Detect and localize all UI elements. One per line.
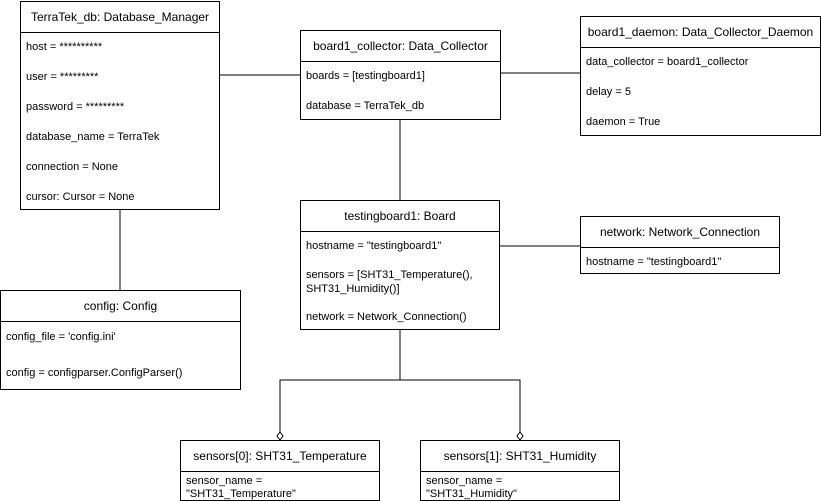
object-network[interactable]: network: Network_Connection hostname = "… [580,216,780,274]
object-db-manager-title: TerraTek_db: Database_Manager [21,2,219,33]
object-config-title: config: Config [1,291,240,322]
aggregation-diamond-hum [516,431,524,441]
link-board-sensor-temp [279,330,401,432]
attr-boards: boards = [testingboard1] [306,70,425,82]
attr-database-name: database_name = TerraTek [26,131,160,143]
attr-network: network = Network_Connection() [306,311,467,323]
attr-user: user = ********* [26,71,99,83]
object-board[interactable]: testingboard1: Board hostname = "testing… [300,200,500,330]
object-daemon[interactable]: board1_daemon: Data_Collector_Daemon dat… [580,16,821,136]
attr-config: config = configparser.ConfigParser() [6,367,183,379]
attr-sensors: sensors = [SHT31_Temperature(), SHT31_Hu… [306,269,473,295]
attr-sensor-name-hum: sensor_name = "SHT31_Humidity" [426,475,517,500]
object-sensor-temp[interactable]: sensors[0]: SHT31_Temperature sensor_nam… [180,440,380,501]
object-network-title: network: Network_Connection [581,217,779,248]
link-board-sensor-hum [400,379,521,432]
object-config[interactable]: config: Config config_file = 'config.ini… [0,290,241,390]
attr-hostname: hostname = "testingboard1" [306,240,442,252]
attr-password: password = ********* [26,101,125,113]
attr-network-hostname: hostname = "testingboard1" [586,256,722,268]
object-daemon-title: board1_daemon: Data_Collector_Daemon [581,17,820,48]
attr-connection: connection = None [26,161,119,173]
object-db-manager[interactable]: TerraTek_db: Database_Manager host = ***… [20,1,220,210]
attr-daemon: daemon = True [586,116,661,128]
attr-data-collector: data_collector = board1_collector [586,56,749,68]
object-board-title: testingboard1: Board [301,201,499,232]
aggregation-diamond-temp [276,431,284,441]
attr-host: host = ********** [26,41,103,53]
attr-sensor-name-temp: sensor_name = "SHT31_Temperature" [186,475,296,500]
object-sensor-hum[interactable]: sensors[1]: SHT31_Humidity sensor_name =… [420,440,620,501]
object-sensor-hum-title: sensors[1]: SHT31_Humidity [421,441,619,472]
attr-cursor: cursor: Cursor = None [26,191,135,203]
attr-database: database = TerraTek_db [306,100,425,112]
attr-delay: delay = 5 [586,86,631,98]
object-collector[interactable]: board1_collector: Data_Collector boards … [300,30,501,120]
attr-config-file: config_file = 'config.ini' [6,331,116,343]
object-collector-title: board1_collector: Data_Collector [301,31,500,62]
object-sensor-temp-title: sensors[0]: SHT31_Temperature [181,441,379,472]
